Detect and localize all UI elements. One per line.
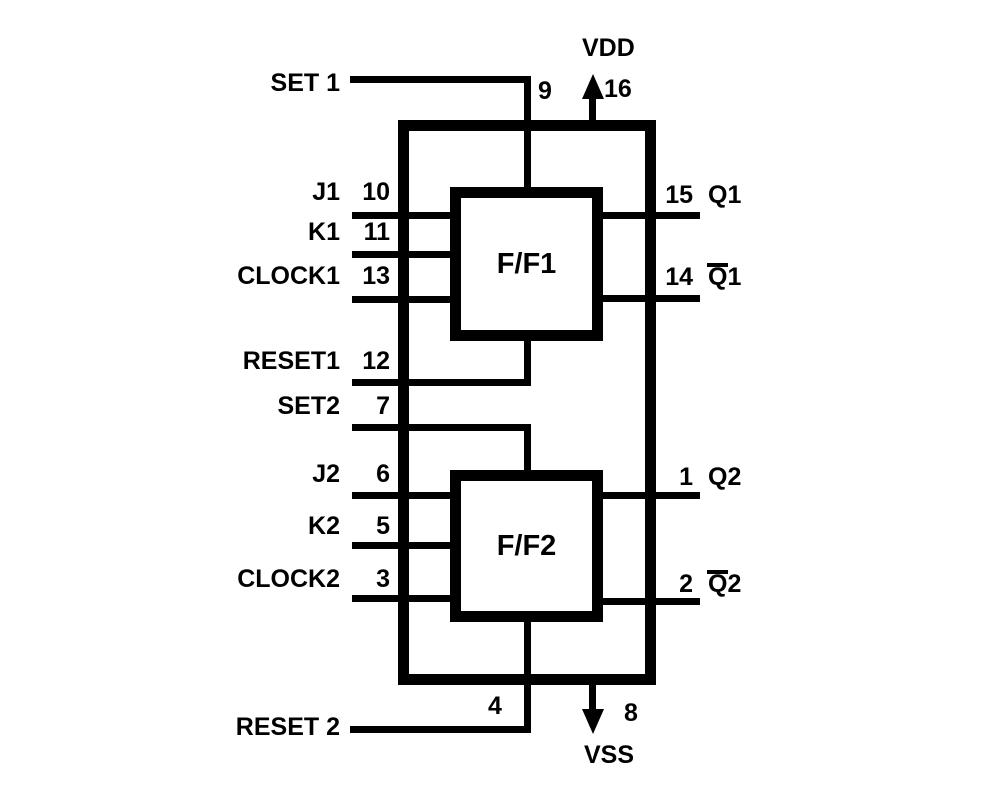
- pin-label-k1: K1: [308, 218, 340, 246]
- vdd-pin-number: 16: [604, 75, 632, 103]
- vss-label: VSS: [584, 741, 635, 769]
- q2-bar-suffix: 2: [727, 570, 742, 598]
- wire-reset2-horizontal: [350, 726, 531, 733]
- pin-number-q1-bar: 14: [665, 263, 693, 291]
- pin-label-q2-bar: Q2: [706, 570, 742, 598]
- wire-reset1-vertical: [524, 334, 531, 386]
- q2-bar-negated-part: Q: [706, 570, 729, 598]
- pin-number-set1: 9: [538, 77, 552, 105]
- wire-set2-vertical: [524, 424, 531, 476]
- pin-number-j2: 6: [376, 460, 390, 488]
- ic-package-outline: [398, 120, 656, 685]
- flipflop1-label: F/F1: [496, 248, 557, 280]
- pin-label-set2: SET2: [277, 392, 340, 420]
- pin-label-q2: Q2: [708, 463, 742, 491]
- pin-label-q1-bar: Q1: [706, 263, 742, 291]
- pin-number-k2: 5: [376, 512, 390, 540]
- pin-number-reset1: 12: [362, 347, 390, 375]
- q1-bar-suffix: 1: [727, 263, 742, 291]
- pin-number-clock2: 3: [376, 565, 390, 593]
- pin-label-reset2: RESET 2: [235, 713, 340, 741]
- vss-arrow-shaft: [589, 678, 596, 711]
- wire-reset1-horizontal: [352, 379, 531, 386]
- wire-set1-vertical: [524, 76, 531, 196]
- vss-arrowhead-icon: [582, 709, 604, 734]
- pin-label-reset1: RESET1: [242, 347, 340, 375]
- vss-pin-number: 8: [624, 699, 638, 727]
- pin-number-k1: 11: [363, 218, 390, 246]
- pin-label-clock2: CLOCK2: [237, 565, 340, 593]
- pin-label-q1: Q1: [708, 181, 742, 209]
- pin-label-set1: SET 1: [270, 69, 340, 97]
- flipflop2-box: F/F2: [450, 470, 603, 622]
- vdd-arrow-shaft: [589, 94, 596, 126]
- pin-number-q1: 15: [665, 181, 693, 209]
- flipflop1-box: F/F1: [450, 187, 603, 341]
- pin-number-q2: 1: [679, 463, 693, 491]
- wire-set1-horizontal: [350, 76, 531, 83]
- flipflop2-label: F/F2: [496, 530, 557, 562]
- pin-label-clock1: CLOCK1: [237, 262, 340, 290]
- pin-label-j1: J1: [312, 178, 340, 206]
- pin-number-clock1: 13: [362, 262, 390, 290]
- pin-number-set2: 7: [376, 392, 390, 420]
- pin-number-reset2: 4: [488, 692, 502, 720]
- pin-label-j2: J2: [312, 460, 340, 488]
- pin-number-j1: 10: [362, 178, 390, 206]
- vdd-label: VDD: [582, 34, 635, 62]
- wire-set2-horizontal: [352, 424, 531, 431]
- pin-label-k2: K2: [308, 512, 340, 540]
- vdd-arrowhead-icon: [582, 74, 604, 99]
- pin-number-q2-bar: 2: [679, 570, 693, 598]
- q1-bar-negated-part: Q: [706, 263, 729, 291]
